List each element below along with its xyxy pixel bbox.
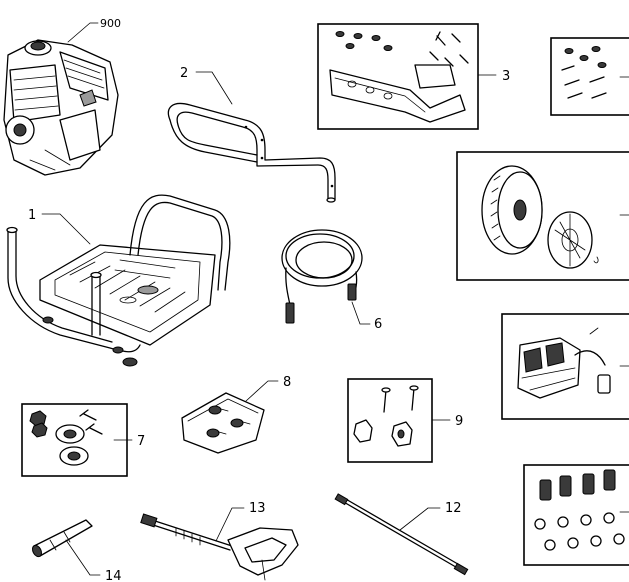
callout-bracket-kit: 3 xyxy=(502,69,510,84)
callout-hose: 6 xyxy=(374,317,382,332)
hardware-kit-box xyxy=(550,37,629,116)
callout-bolt-kit: 9 xyxy=(455,414,463,429)
frame-illustration xyxy=(6,194,231,367)
bag-kit-illustration xyxy=(181,392,265,454)
leader-bag-kit xyxy=(245,380,279,402)
bolt-kit-box xyxy=(347,378,433,463)
leader-extension-wand xyxy=(399,507,441,531)
callout-spray-gun: 13 xyxy=(249,501,266,516)
hose-illustration xyxy=(281,229,363,324)
callout-frame: 1 xyxy=(28,208,36,223)
leader-engine xyxy=(67,22,99,43)
callout-extension-wand: 12 xyxy=(445,501,462,516)
callout-wheel-hardware: 7 xyxy=(137,434,145,449)
leader-handle xyxy=(195,71,233,105)
bolt-kit-illustration xyxy=(353,385,419,447)
wheel-hardware-illustration xyxy=(29,409,103,466)
leader-frame xyxy=(41,213,91,245)
wheel-kit-illustration xyxy=(481,165,599,269)
callout-bag-kit: 8 xyxy=(283,375,291,390)
callout-handle: 2 xyxy=(180,66,188,81)
hardware-kit-illustration xyxy=(561,46,607,99)
bracket-kit-illustration xyxy=(329,31,469,123)
leader-nozzle xyxy=(65,539,101,576)
mount-kit-illustration xyxy=(534,469,625,551)
extension-wand-illustration xyxy=(334,493,469,576)
callout-engine: 900 xyxy=(100,17,121,30)
leader-hose xyxy=(351,301,371,325)
handle-illustration xyxy=(167,102,336,203)
callout-nozzle: 14 xyxy=(105,569,122,582)
nozzle-illustration xyxy=(31,519,93,558)
pump-illustration xyxy=(517,327,611,399)
engine-illustration xyxy=(3,39,119,176)
leader-spray-gun xyxy=(215,507,245,542)
spray-gun-illustration xyxy=(140,513,299,581)
